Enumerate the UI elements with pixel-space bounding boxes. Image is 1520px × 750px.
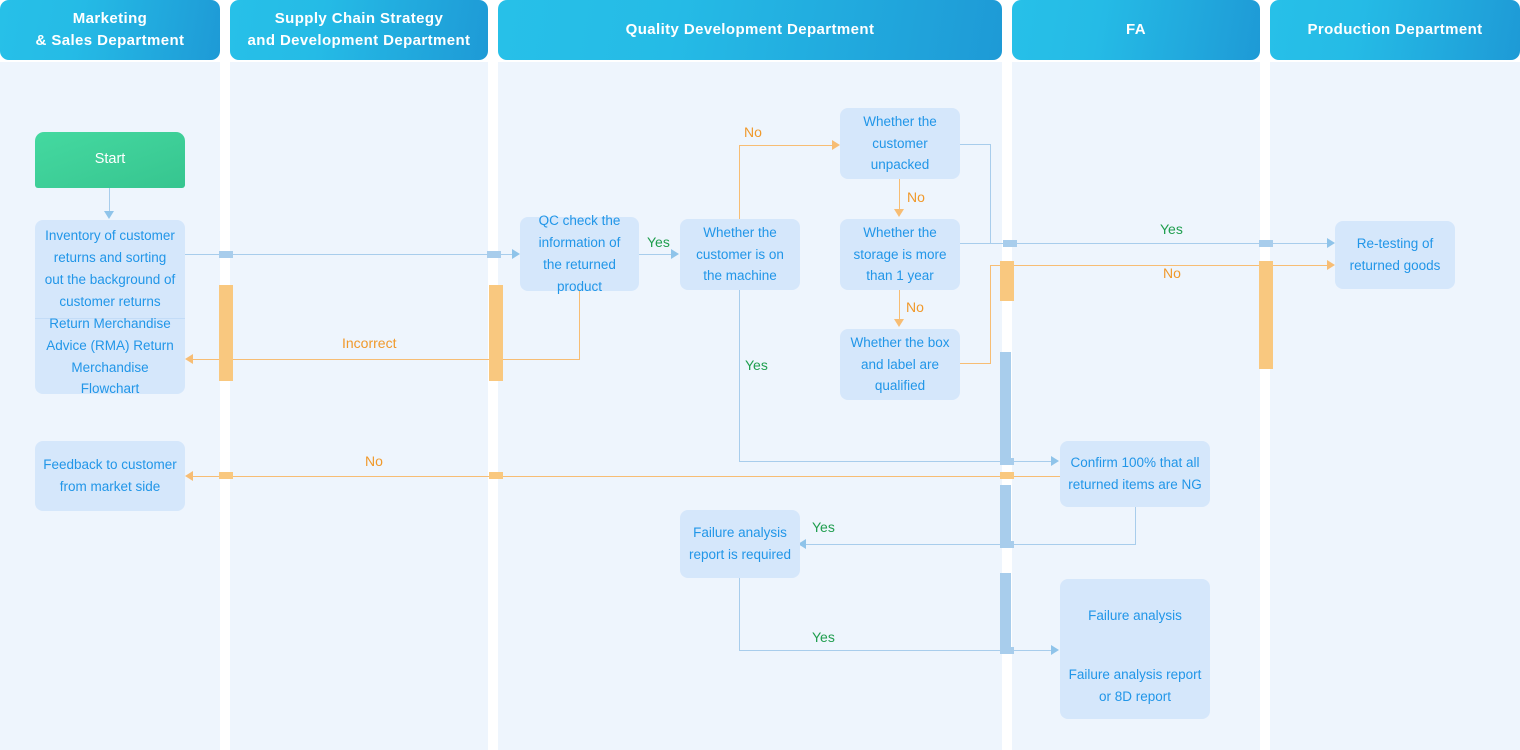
lane-gap-bar-fa-upper [1000,352,1011,462]
node-whether-storage-more-than-1-year[interactable]: Whether the storage is more than 1 year [840,219,960,290]
swimlane-production [1270,62,1520,750]
edge-label-no-on-machine-to-unpacked: No [744,124,762,140]
lane-gap-bar-fa-mid [1000,485,1011,545]
lane-header-supply-chain-line2: and Development Department [247,32,471,49]
edge-confirm-yes-h [806,544,1136,546]
edge-on-machine-yes-v [739,285,741,462]
lane-header-fa-line1: FA [1126,21,1146,39]
edge-no-to-feedback [193,476,1061,478]
edge-box-yes-v [990,265,992,364]
edge-on-machine-no-vertical [739,145,741,225]
arrowhead-confirm-to-fareport [798,539,806,549]
edge-storage-to-box [899,288,901,322]
edge-yes-to-retesting [990,243,1330,245]
edge-box-yes-h [959,363,991,365]
lane-crossing-marker-yes-retest-1 [1003,240,1017,247]
edge-on-machine-no-horizontal [739,145,835,147]
edge-qc-incorrect-vertical [579,290,581,360]
edge-unpacked-yes-v [990,144,992,243]
node-retesting-of-returned-goods[interactable]: Re-testing of returned goods [1335,221,1455,289]
lane-crossing-marker-no-retest-2 [1259,261,1273,369]
edge-label-no-to-retesting: No [1163,265,1181,281]
lane-crossing-marker-inventory-qc-1 [219,251,233,258]
edge-fareport-yes-v [739,575,741,651]
lane-crossing-marker-feedback-2 [489,472,503,479]
lane-crossing-marker-feedback-3 [1000,472,1014,479]
edge-fareport-yes-h [739,650,1057,652]
edge-label-no-to-feedback: No [365,453,383,469]
lane-crossing-marker-incorrect-2 [489,285,503,381]
edge-inventory-to-qc [185,254,515,256]
edge-on-machine-yes-h [739,461,1055,463]
edge-qc-to-on-machine [639,254,674,256]
node-whether-customer-unpacked[interactable]: Whether the customer unpacked [840,108,960,179]
lane-header-supply-chain-line1: Supply Chain Strategy [274,10,444,28]
arrowhead-start-to-inventory [104,211,114,219]
lane-crossing-marker-yes-retest-2 [1259,240,1273,247]
edge-no-to-retesting [990,265,1330,267]
edge-label-yes-to-retesting: Yes [1160,221,1183,237]
node-start[interactable]: Start [35,132,185,188]
arrowhead-on-machine-to-unpacked [832,140,840,150]
edge-unpacked-to-storage [899,178,901,212]
lane-gap-bar-fa-lower [1000,573,1011,651]
edge-unpacked-yes-h [959,144,991,146]
edge-label-no-unpacked-to-storage: No [907,189,925,205]
lane-header-supply-chain: Supply Chain Strategy and Development De… [230,0,488,60]
arrowhead-inventory-to-qc [512,249,520,259]
arrowhead-qc-to-on-machine [671,249,679,259]
arrowhead-fareport-to-failure-analysis [1051,645,1059,655]
edge-confirm-yes-v [1135,506,1137,544]
node-failure-analysis[interactable]: Failure analysis [1060,579,1210,653]
arrowhead-incorrect-to-rma [185,354,193,364]
edge-label-yes-fareport-to-analysis: Yes [812,629,835,645]
arrowhead-no-to-retesting [1327,260,1335,270]
node-feedback-to-customer[interactable]: Feedback to customer from market side [35,441,185,511]
lane-crossing-marker-incorrect-1 [219,285,233,381]
node-rma-flowchart[interactable]: Return Merchandise Advice (RMA) Return M… [35,316,185,396]
edge-label-incorrect: Incorrect [342,335,397,351]
lane-header-production-line1: Production Department [1307,21,1483,39]
arrowhead-on-machine-yes-to-confirm [1051,456,1059,466]
lane-header-fa: FA [1012,0,1260,60]
node-qc-check-information[interactable]: QC check the information of the returned… [520,213,639,294]
arrowhead-yes-to-retesting [1327,238,1335,248]
node-whether-box-and-label-qualified[interactable]: Whether the box and label are qualified [840,329,960,400]
node-confirm-100-returned-items-ng[interactable]: Confirm 100% that all returned items are… [1060,441,1210,507]
node-whether-customer-on-machine[interactable]: Whether the customer is on the machine [680,219,800,290]
lane-header-quality-development: Quality Development Department [498,0,1002,60]
node-failure-analysis-report-required[interactable]: Failure analysis report is required [680,510,800,578]
edge-storage-yes-h [959,243,991,245]
lane-header-production: Production Department [1270,0,1520,60]
swimlane-supply-chain [230,62,488,750]
arrowhead-unpacked-to-storage [894,209,904,217]
lane-crossing-marker-inventory-qc-2 [487,251,501,258]
edge-label-yes-on-machine-to-confirm: Yes [745,357,768,373]
lane-header-marketing-sales-line2: & Sales Department [35,32,185,49]
arrowhead-no-to-feedback [185,471,193,481]
arrowhead-storage-to-box [894,319,904,327]
lane-header-marketing-sales-line1: Marketing [72,10,148,28]
lane-header-marketing-sales: Marketing & Sales Department [0,0,220,60]
edge-label-no-storage-to-box: No [906,299,924,315]
edge-label-yes-confirm-to-fareport: Yes [812,519,835,535]
edge-qc-incorrect-horizontal [193,359,580,361]
node-inventory-of-returns[interactable]: Inventory of customer returns and sortin… [35,220,185,318]
node-failure-analysis-report-or-8d[interactable]: Failure analysis report or 8D report [1060,653,1210,719]
lane-header-quality-development-line1: Quality Development Department [625,21,875,39]
edge-label-yes-qc-to-on-machine: Yes [647,234,670,250]
lane-crossing-marker-feedback-1 [219,472,233,479]
lane-crossing-marker-no-retest-1 [1000,261,1014,301]
edge-start-to-inventory [109,188,111,214]
